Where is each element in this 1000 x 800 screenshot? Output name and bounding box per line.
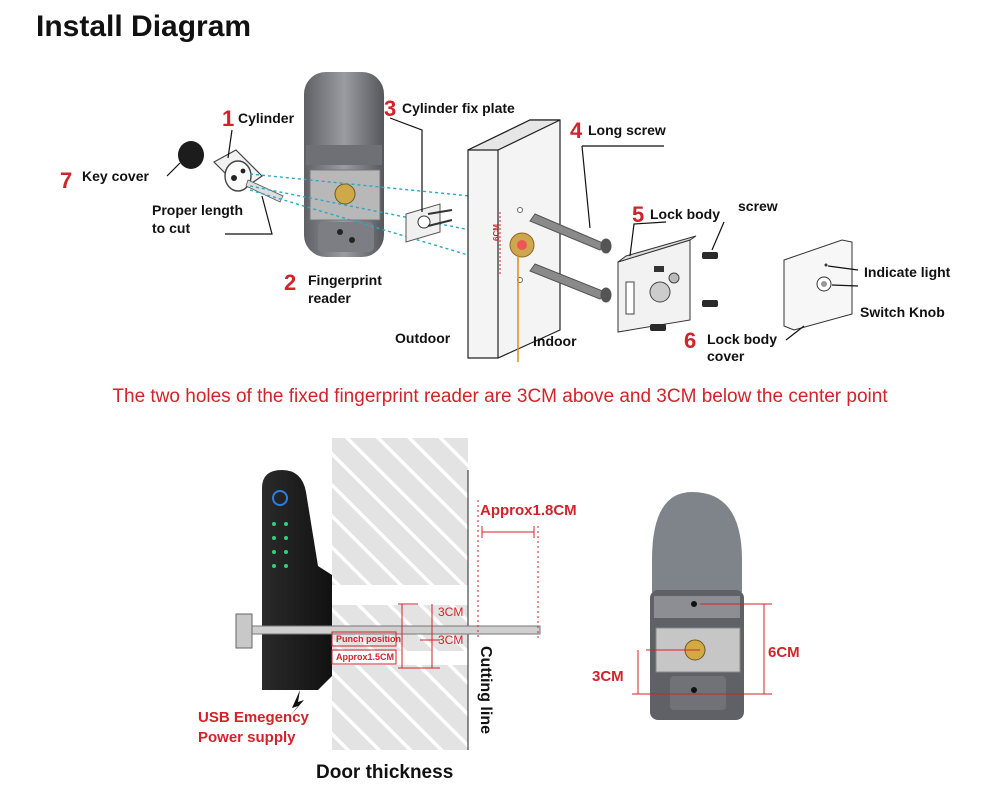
part-number-7: 7 bbox=[60, 168, 73, 193]
alignment-dashed-lines bbox=[249, 173, 511, 267]
fingerprint-reader-side-shape bbox=[262, 470, 332, 690]
outdoor-label: Outdoor bbox=[395, 330, 451, 346]
back-view-3cm-label: 3CM bbox=[592, 668, 624, 685]
back-view-dimensions bbox=[632, 603, 772, 695]
door-6cm-mark: 6CM bbox=[491, 224, 501, 241]
cylinder-fix-plate-label: Cylinder fix plate bbox=[402, 100, 515, 116]
proper-length-label-line1: Proper length bbox=[152, 202, 244, 218]
lock-body-label: Lock body bbox=[650, 206, 721, 222]
screw-label: screw bbox=[738, 198, 778, 214]
lock-body-cover-label-line2: cover bbox=[707, 348, 745, 364]
switch-knob-label: Switch Knob bbox=[860, 304, 945, 320]
usb-power-label-line2: Power supply bbox=[198, 729, 296, 746]
key-cover-label: Key cover bbox=[82, 168, 149, 184]
lock-body-cover-shape bbox=[783, 239, 853, 331]
cylinder-label: Cylinder bbox=[238, 110, 295, 126]
dimension-marks bbox=[331, 500, 539, 669]
page-title: Install Diagram bbox=[36, 10, 252, 43]
installation-note: The two holes of the fixed fingerprint r… bbox=[112, 386, 888, 407]
long-screws-shape bbox=[529, 213, 612, 303]
proper-length-label-line2: to cut bbox=[152, 220, 191, 236]
long-screw-label: Long screw bbox=[588, 122, 666, 138]
dim-3cm-upper-label: 3CM bbox=[438, 605, 464, 619]
door-block-shape bbox=[467, 119, 561, 362]
key-cover-shape bbox=[178, 141, 204, 169]
lock-body-shape bbox=[617, 235, 697, 333]
part-number-6: 6 bbox=[684, 328, 697, 353]
part-number-4: 4 bbox=[570, 118, 583, 143]
approx-1-8cm-label: Approx1.8CM bbox=[480, 502, 577, 519]
approx-1-5cm-label: Approx1.5CM bbox=[336, 652, 395, 662]
cylinder-shape bbox=[213, 149, 284, 203]
back-view-6cm-label: 6CM bbox=[768, 644, 800, 661]
part-number-1: 1 bbox=[222, 106, 235, 131]
callout-lines bbox=[166, 117, 859, 341]
small-screws-shape bbox=[650, 252, 718, 331]
part-number-3: 3 bbox=[384, 96, 397, 121]
dim-3cm-lower-label: 3CM bbox=[438, 633, 464, 647]
punch-position-label: Punch position bbox=[336, 634, 401, 644]
indicate-light-label: Indicate light bbox=[864, 264, 951, 280]
lock-body-cover-label-line1: Lock body bbox=[707, 331, 778, 347]
indoor-label: Indoor bbox=[533, 333, 577, 349]
usb-power-label-line1: USB Emegency bbox=[198, 709, 309, 726]
spindle-shape bbox=[249, 625, 541, 635]
part-number-2: 2 bbox=[284, 270, 297, 295]
fingerprint-reader-top-shape bbox=[304, 72, 384, 257]
cylinder-fix-plate-shape bbox=[405, 203, 453, 243]
cutting-line-label: Cutting line bbox=[477, 646, 494, 734]
fingerprint-reader-label-line2: reader bbox=[308, 290, 351, 306]
door-thickness-label: Door thickness bbox=[316, 762, 454, 783]
fingerprint-reader-label-line1: Fingerprint bbox=[308, 272, 382, 288]
usb-arrow bbox=[290, 690, 304, 716]
reader-back-view-shape bbox=[650, 492, 744, 720]
part-number-5: 5 bbox=[632, 202, 645, 227]
